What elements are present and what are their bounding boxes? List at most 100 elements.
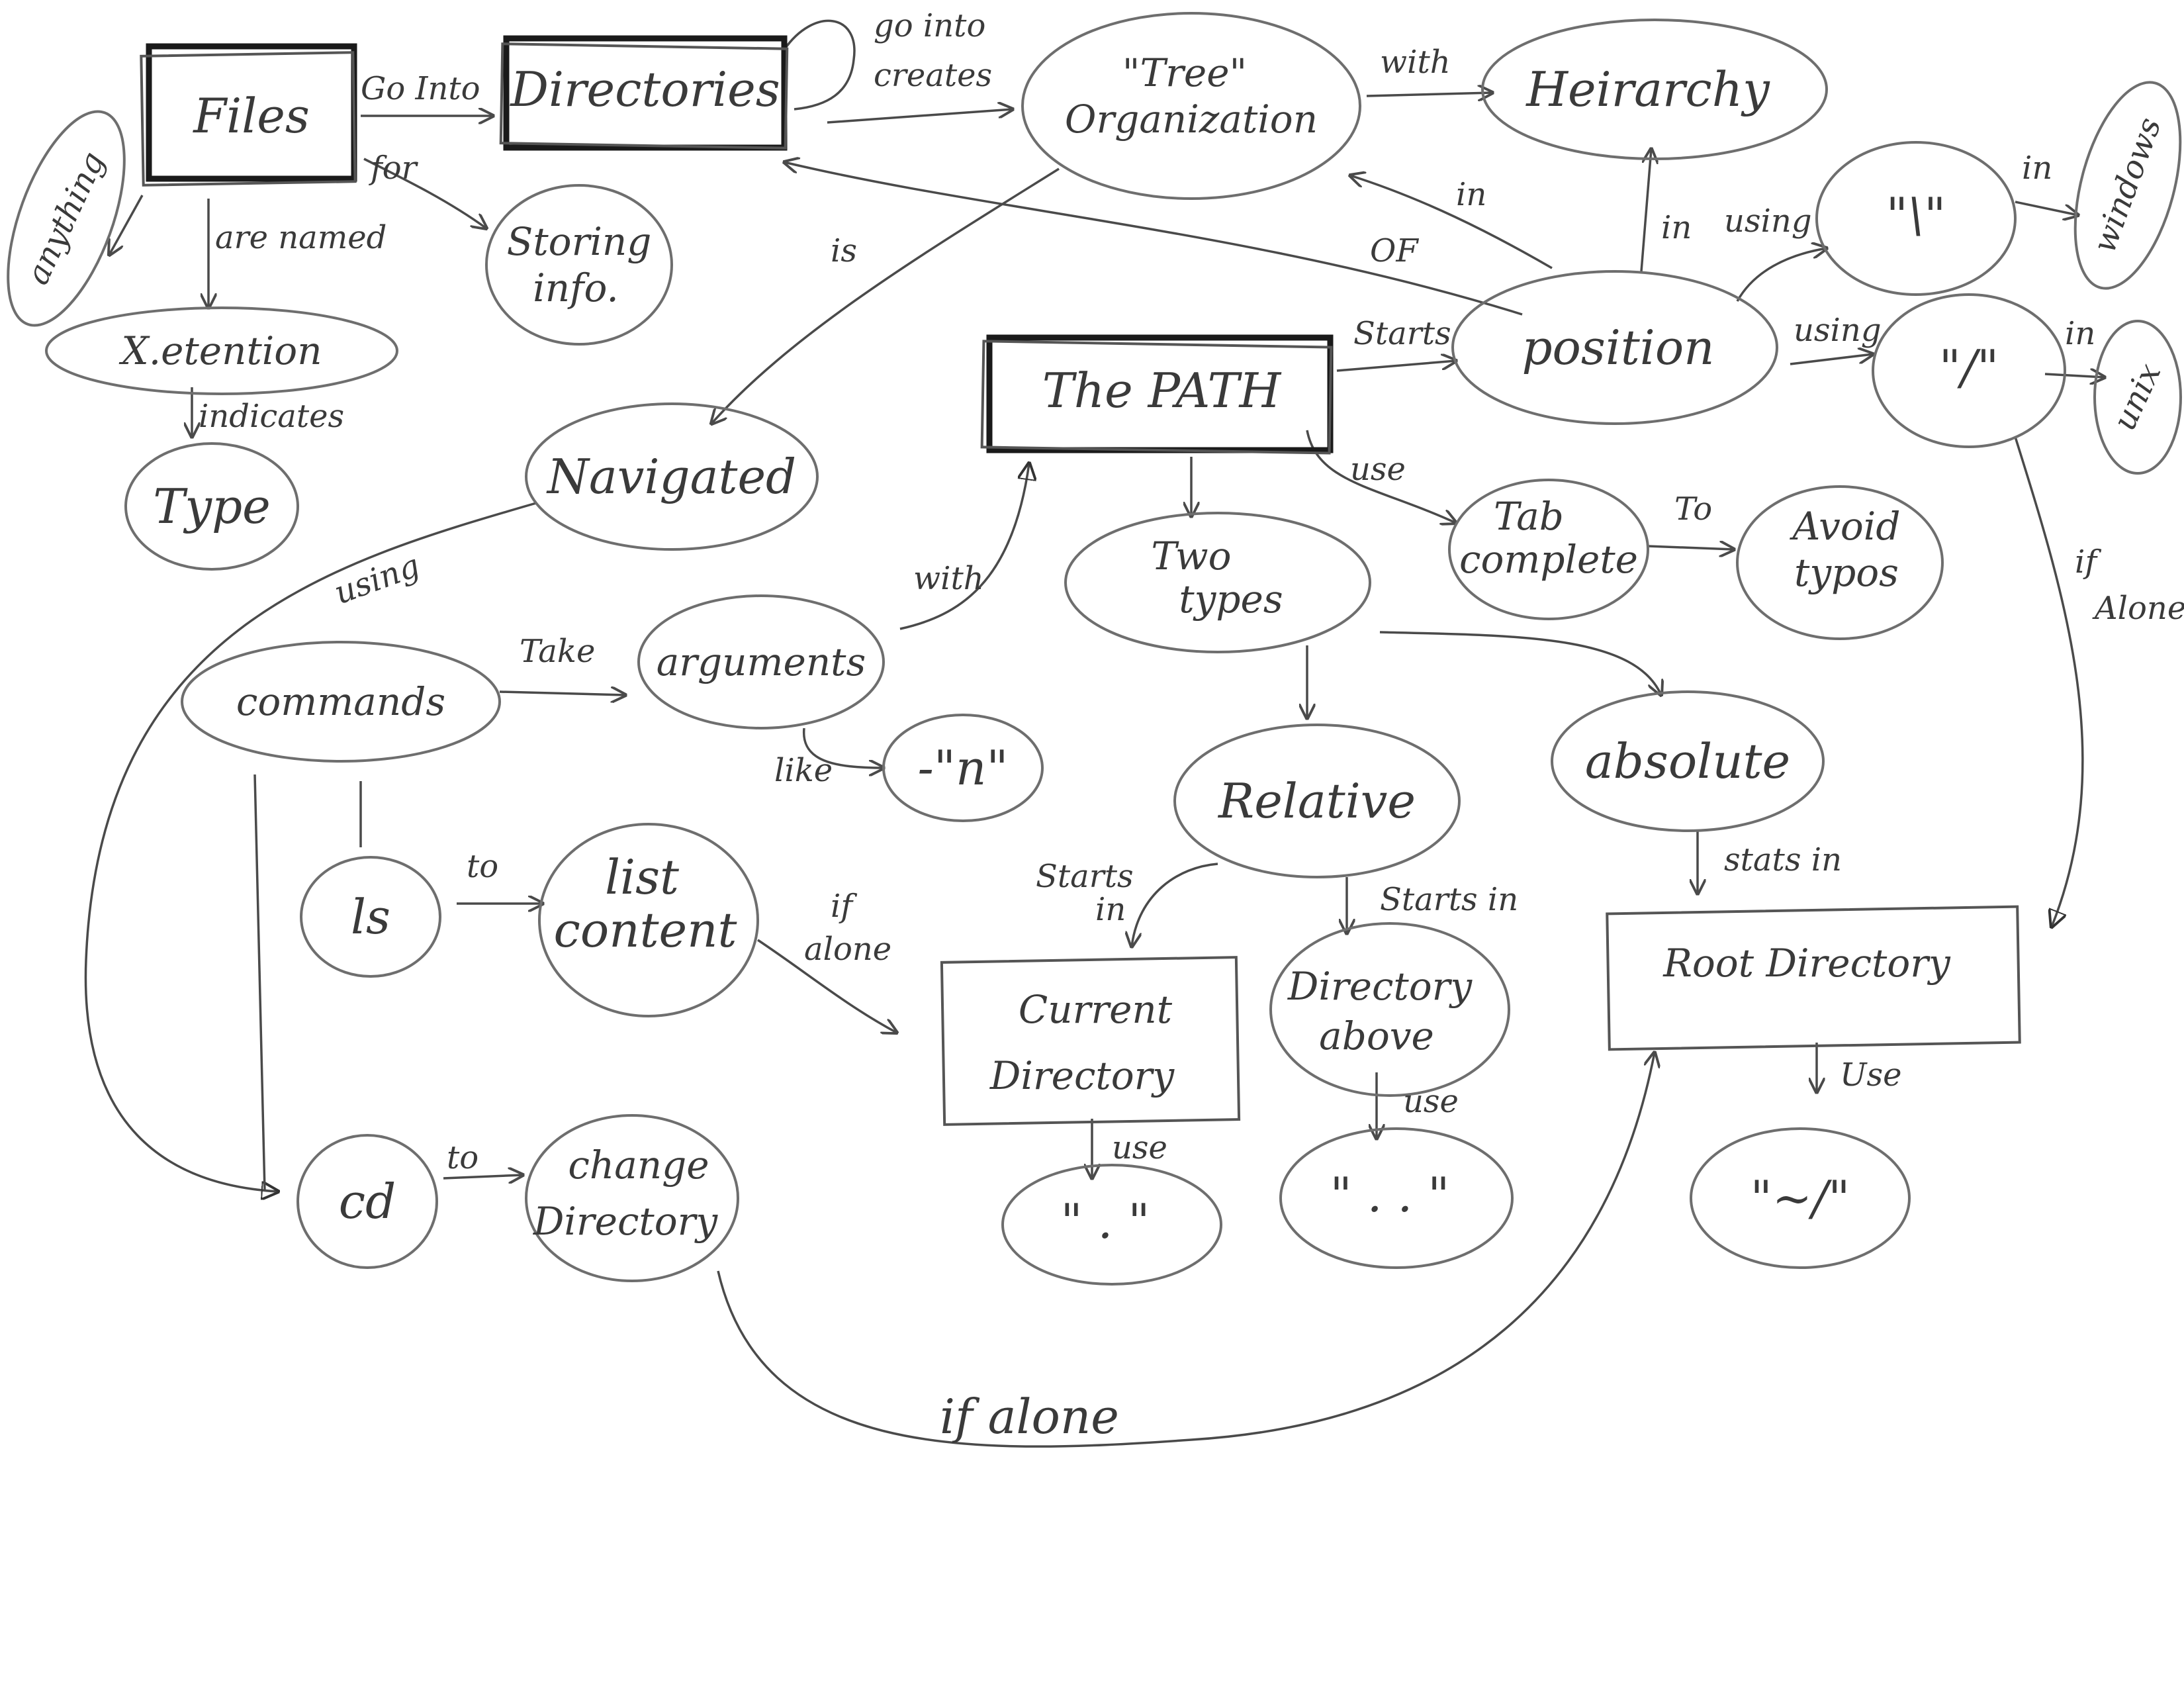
node-tilde-slash: "~/"	[1690, 1127, 1911, 1269]
n-flag-label: -"n"	[918, 740, 1009, 796]
list-content-line1: list	[605, 849, 680, 905]
label-starts-in-current-1: Starts	[1036, 858, 1134, 895]
edge-navigated-cd	[84, 502, 537, 1192]
label-using-cmd: using	[330, 547, 425, 612]
node-absolute: absolute	[1551, 690, 1825, 832]
heirarchy-label: Heirarchy	[1525, 62, 1770, 117]
label-creates: creates	[874, 57, 992, 94]
label-to-ls: to	[467, 848, 498, 885]
label-in-unix: in	[2065, 315, 2095, 352]
label-using-backslash: using	[1724, 203, 1812, 240]
label-is: is	[831, 232, 857, 269]
node-change-directory: change Directory	[525, 1114, 739, 1282]
node-unix: unix	[2093, 320, 2182, 475]
node-tree-organization: "Tree" Organization	[1021, 12, 1361, 200]
label-if-alone-ls-2: alone	[804, 931, 891, 968]
avoid-typos-line1: Avoid	[1790, 504, 1901, 549]
label-use-tilde: Use	[1840, 1056, 1902, 1094]
position-label: position	[1522, 320, 1714, 375]
avoid-typos-line2: typos	[1794, 550, 1899, 595]
storing-info-line2: info.	[533, 265, 619, 310]
edge-labels: Go Into go into creates with for are nam…	[199, 7, 2184, 1444]
unix-label: unix	[2106, 358, 2169, 436]
node-avoid-typos: Avoid typos	[1736, 485, 1944, 640]
cd-label: cd	[339, 1174, 396, 1229]
label-use-dotdot: use	[1403, 1083, 1459, 1120]
change-directory-line1: change	[568, 1143, 709, 1188]
edge-relative-current	[1132, 863, 1218, 947]
label-if-alone-cd: if alone	[940, 1389, 1119, 1444]
edge-commands-arguments	[499, 692, 625, 695]
ls-label: ls	[351, 889, 390, 945]
edge-position-slash	[1790, 354, 1873, 365]
edge-position-tree	[1350, 175, 1553, 269]
anything-label: anything	[19, 146, 113, 290]
edge-slash-unix	[2044, 374, 2105, 377]
label-are-named: are named	[215, 219, 387, 256]
navigated-label: Navigated	[546, 449, 796, 504]
label-with-heirarchy: with	[1380, 44, 1451, 81]
edge-path-position	[1336, 361, 1456, 372]
label-using-slash: using	[1794, 312, 1882, 349]
edge-two-types-absolute	[1379, 631, 1661, 695]
tree-organization-line1: "Tree"	[1122, 50, 1247, 95]
two-types-line1: Two	[1151, 534, 1231, 579]
edge-directories-self-loop	[783, 19, 856, 111]
edge-files-anything	[109, 195, 144, 255]
edge-arguments-path	[899, 463, 1029, 630]
label-in-windows: in	[2022, 150, 2052, 187]
node-relative: Relative	[1173, 724, 1461, 878]
node-current-directory: Current Directory	[940, 956, 1241, 1126]
node-dot: " . "	[1001, 1164, 1222, 1286]
node-windows: windows	[2073, 81, 2182, 290]
node-position: position	[1451, 270, 1778, 425]
label-starts-in-above: Starts in	[1380, 881, 1518, 918]
label-starts-in-current-2: in	[1095, 891, 1126, 928]
tree-organization-line2: Organization	[1065, 97, 1318, 142]
edge-position-directories	[784, 162, 1523, 316]
node-extension: X.etention	[45, 306, 398, 395]
commands-label: commands	[236, 679, 445, 724]
label-directories-self: go into	[874, 7, 985, 44]
node-directories: Directories	[499, 35, 789, 151]
dot-label: " . "	[1061, 1194, 1150, 1249]
dot-dot-label: " . . "	[1330, 1167, 1450, 1223]
node-anything: anything	[7, 110, 126, 327]
the-path-label: The PATH	[1042, 363, 1282, 418]
absolute-label: absolute	[1585, 733, 1790, 789]
label-use-dot: use	[1112, 1129, 1167, 1166]
node-cd: cd	[296, 1134, 438, 1269]
label-with-path: with	[913, 560, 984, 597]
tab-complete-line2: complete	[1459, 537, 1638, 582]
node-list-content: list content	[538, 823, 759, 1017]
tab-complete-line1: Tab	[1494, 494, 1564, 539]
edge-slash-root	[2014, 436, 2084, 927]
list-content-line2: content	[554, 902, 738, 958]
directory-above-line2: above	[1319, 1013, 1434, 1058]
edges	[84, 19, 2105, 1448]
label-indicates: indicates	[199, 398, 344, 435]
relative-label: Relative	[1217, 773, 1416, 829]
edge-position-backslash	[1736, 248, 1827, 302]
node-backslash: "\"	[1815, 141, 2017, 296]
storing-info-line1: Storing	[507, 219, 652, 264]
label-in-left: in	[1456, 176, 1486, 213]
current-directory-line2: Directory	[989, 1053, 1175, 1098]
edge-files-storing	[363, 158, 486, 228]
arguments-label: arguments	[657, 639, 866, 684]
edge-commands-cd	[253, 774, 266, 1192]
node-storing-info: Storing info.	[485, 184, 673, 346]
node-the-path: The PATH	[980, 334, 1334, 455]
label-like: like	[774, 752, 833, 789]
type-label: Type	[153, 479, 270, 534]
label-for: for	[369, 150, 419, 187]
node-files: Files	[140, 43, 357, 187]
label-files-directories: Go Into	[361, 70, 480, 107]
edge-cd-change	[443, 1175, 523, 1178]
forward-slash-label: "/"	[1939, 340, 1999, 395]
backslash-label: "\"	[1886, 187, 1946, 243]
node-ls: ls	[300, 856, 441, 978]
node-dot-dot: " . . "	[1279, 1127, 1514, 1269]
two-types-line2: types	[1179, 577, 1283, 622]
edge-tab-avoid	[1647, 546, 1734, 549]
